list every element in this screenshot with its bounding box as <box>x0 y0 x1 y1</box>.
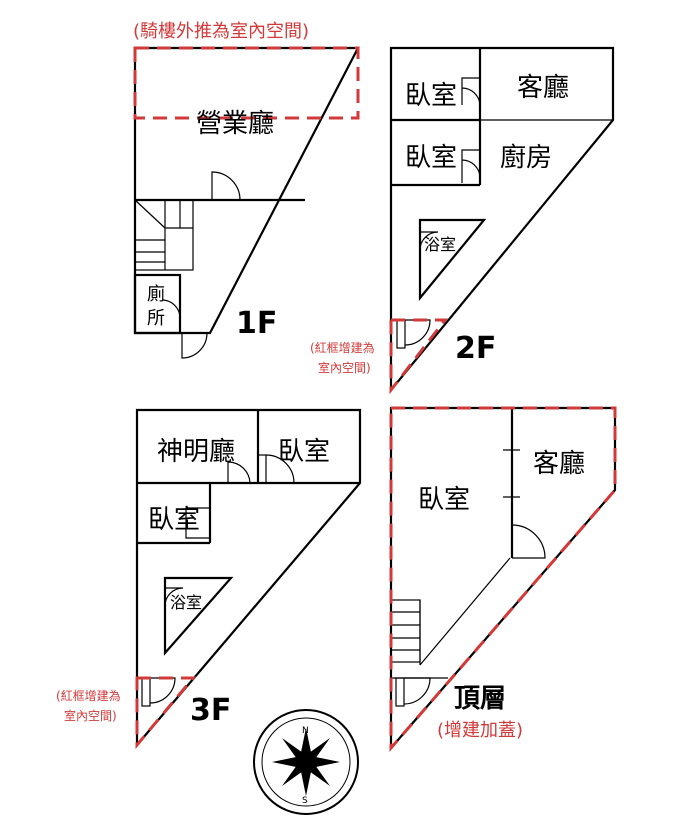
compass-north-label: N <box>302 726 309 736</box>
f3-bath-door-icon <box>164 587 184 607</box>
f1-floor-label: 1F <box>236 306 277 341</box>
roof-bottom-door-frame <box>395 677 405 707</box>
f2-room-bedroom-b: 臥室 <box>405 143 457 173</box>
roof-bedroom-edge <box>419 557 511 666</box>
f2-note-line1: (紅框增建為 <box>310 341 375 355</box>
roof-partition-ticks <box>503 449 520 498</box>
f2-addition-outline <box>389 318 449 395</box>
f3-room-bedroom-b: 臥室 <box>148 505 200 535</box>
f2-partitions <box>391 48 482 187</box>
f3-bottom-door-frame <box>141 677 151 707</box>
roof-room-living: 客廳 <box>533 449 585 479</box>
f3-note-line2: 室內空間) <box>64 708 117 723</box>
roof-bottom-door-icon <box>403 677 431 705</box>
f2-room-bedroom-a: 臥室 <box>405 81 457 111</box>
f3-note-line1: (紅框增建為 <box>56 689 121 703</box>
f3-bedroom-a-door-icon <box>265 454 295 484</box>
roof-living-door-icon <box>511 524 546 559</box>
roof-floor-label: 頂層 <box>454 684 506 714</box>
roof-stairs <box>390 599 421 663</box>
f2-bottom-door-icon <box>404 319 431 346</box>
f3-room-shrine: 神明廳 <box>157 437 235 467</box>
f2-floor-label: 2F <box>455 331 496 366</box>
compass-south-label: S <box>302 796 308 806</box>
f3-room-bath: 浴室 <box>170 593 202 612</box>
f2-bedroom-a-door-icon <box>461 77 481 107</box>
f1-room-business-hall: 營業廳 <box>196 109 274 139</box>
f3-bottom-door-icon <box>149 677 176 704</box>
f1-outline <box>133 46 360 335</box>
f1-room-toilet-1: 廁 <box>147 283 165 305</box>
f3-bedroom-b-door-icon <box>185 507 210 539</box>
f1-arcade-addition-outline <box>133 46 360 120</box>
f1-hall-door-icon <box>211 171 241 201</box>
note-arcade-enclosed: (騎樓外推為室內空間) <box>133 21 309 42</box>
f3-bath <box>163 576 234 656</box>
roof-room-bedroom: 臥室 <box>418 485 470 515</box>
f2-bath <box>418 218 487 302</box>
f3-room-bedroom-a: 臥室 <box>278 437 330 467</box>
floor-3f: 神明廳 臥室 臥室 浴室 (紅框增建為 室內空間) 3F <box>56 408 362 750</box>
roof-addition-outline <box>389 406 617 753</box>
f1-room-toilet-2: 所 <box>147 308 165 329</box>
compass-rose-icon: N S <box>253 709 359 815</box>
floor-2f: 臥室 客廳 臥室 廚房 浴室 (紅框增建為 室內空間) 2F <box>310 46 615 395</box>
f2-bedroom-b-door-icon <box>461 149 481 183</box>
floor-roof: 臥室 客廳 頂層 (增建加蓋) <box>389 406 617 753</box>
f2-room-kitchen: 廚房 <box>500 143 552 173</box>
f2-bath-door-icon <box>419 231 439 251</box>
f3-floor-label: 3F <box>190 693 231 728</box>
f2-note-line2: 室內空間) <box>318 360 371 375</box>
f3-shrine-door-icon <box>227 461 251 484</box>
f2-room-bath: 浴室 <box>424 235 456 254</box>
f1-stairs <box>134 199 194 271</box>
f1-toilet-door-icon <box>161 299 181 319</box>
f2-bottom-door-frame <box>396 319 406 349</box>
f1-entrance-door-icon <box>181 332 208 359</box>
f3-bedroom-a-door-frame <box>257 454 267 484</box>
f3-addition-outline <box>135 676 197 750</box>
f3-partitions <box>137 410 360 545</box>
floor-1f: (騎樓外推為室內空間) 營業廳 廁 所 1F <box>133 21 360 359</box>
f2-room-living: 客廳 <box>517 73 569 103</box>
roof-note: (增建加蓋) <box>437 720 523 741</box>
